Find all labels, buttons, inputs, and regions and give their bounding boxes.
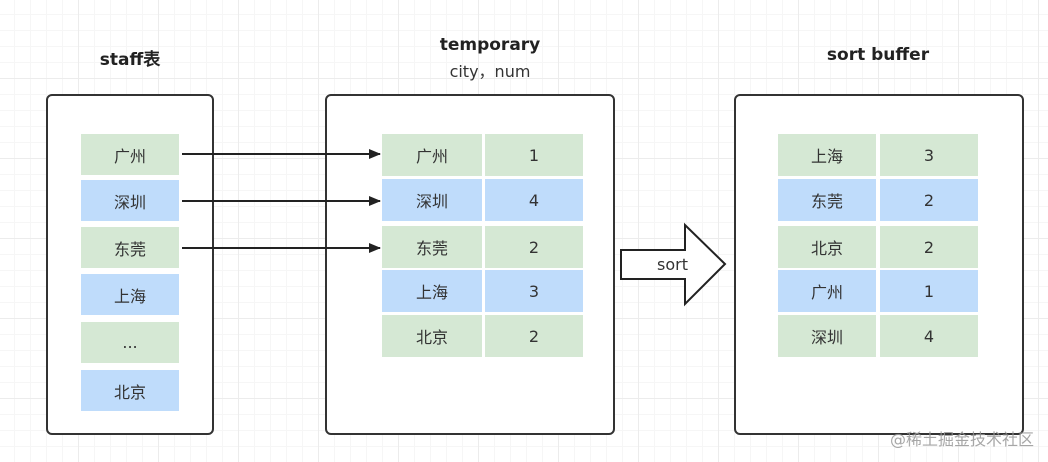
watermark: @稀土掘金技术社区 [889, 430, 1034, 449]
staff-row-city: 深圳 [81, 180, 179, 221]
sort-buffer-row-city: 东莞 [778, 179, 876, 221]
sort-buffer-row-num: 2 [880, 179, 978, 221]
temporary-row-city: 上海 [382, 270, 482, 312]
sort-buffer-row-num: 3 [880, 134, 978, 176]
sort-buffer-row-city: 上海 [778, 134, 876, 176]
temporary-row-city: 深圳 [382, 179, 482, 221]
staff-table-title: staff表 [99, 50, 161, 70]
sort-buffer-row-city: 深圳 [778, 315, 876, 357]
sort-buffer-title: sort buffer [826, 45, 930, 65]
temporary-row-num: 4 [485, 179, 583, 221]
temporary-table-title: temporary [439, 35, 541, 55]
temporary-row-num: 3 [485, 270, 583, 312]
sort-arrow-shape [620, 222, 727, 307]
temporary-columns-subtitle: city，num [449, 62, 531, 81]
sort-buffer-row-num: 4 [880, 315, 978, 357]
temporary-row-num: 1 [485, 134, 583, 176]
sort-buffer-row-num: 2 [880, 226, 978, 268]
temporary-row-city: 东莞 [382, 226, 482, 268]
staff-row-city: 北京 [81, 370, 179, 411]
temporary-row-num: 2 [485, 226, 583, 268]
sort-buffer-row-city: 北京 [778, 226, 876, 268]
staff-row-city: ... [81, 322, 179, 363]
temporary-row-city: 广州 [382, 134, 482, 176]
sort-arrow-label: sort [657, 255, 688, 274]
temporary-row-num: 2 [485, 315, 583, 357]
staff-row-city: 东莞 [81, 227, 179, 268]
staff-row-city: 广州 [81, 134, 179, 175]
sort-buffer-row-num: 1 [880, 270, 978, 312]
sort-buffer-row-city: 广州 [778, 270, 876, 312]
staff-row-city: 上海 [81, 274, 179, 315]
temporary-row-city: 北京 [382, 315, 482, 357]
